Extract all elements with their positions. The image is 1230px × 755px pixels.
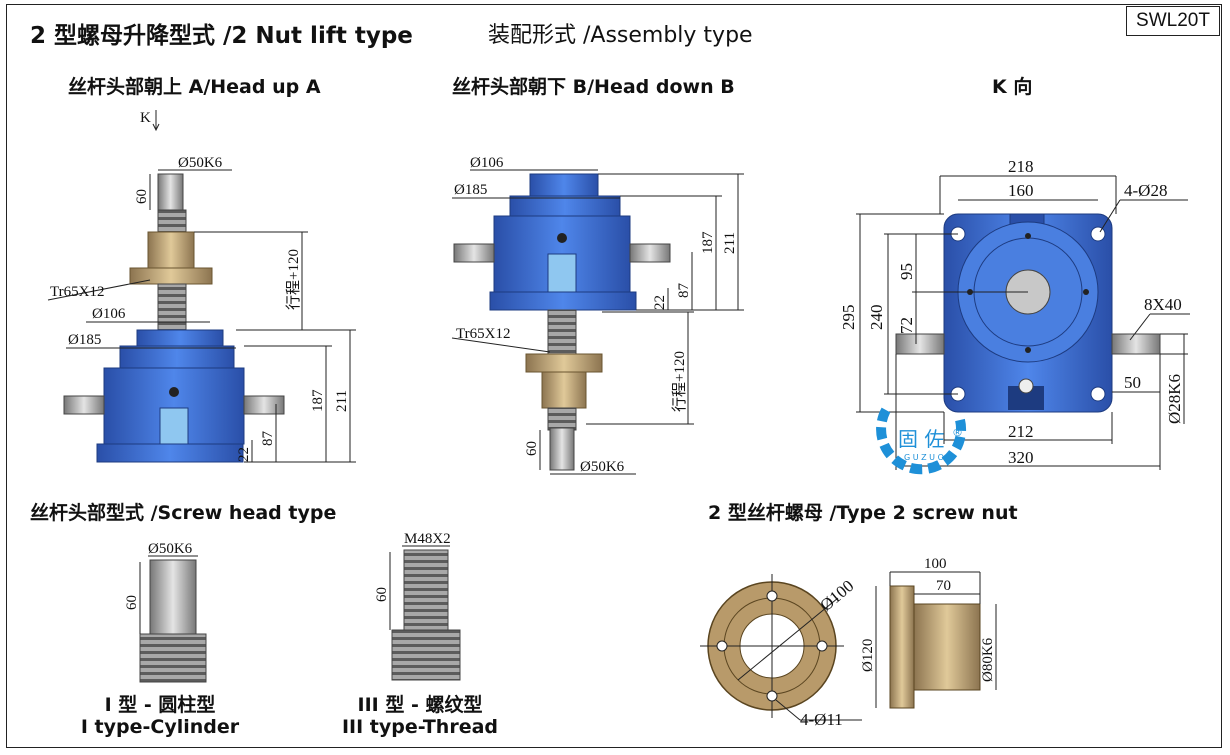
b-dim-stroke: 行程+120 — [671, 351, 688, 412]
k-dim-w218: 218 — [1008, 157, 1034, 176]
type3-dim-h60: 60 — [374, 587, 390, 602]
type1-dim-d50k6: Ø50K6 — [148, 541, 193, 557]
nut-dim-d100: Ø100 — [816, 576, 857, 615]
k-arrow-label: K — [140, 110, 151, 126]
nut-dim-w100: 100 — [924, 556, 947, 572]
b-dim-d50k6: Ø50K6 — [580, 459, 625, 475]
a-dim-d106: Ø106 — [92, 306, 126, 322]
k-dim-h72: 72 — [897, 317, 916, 334]
b-dim-thread: Tr65X12 — [456, 326, 510, 342]
type1-cn-caption: I 型 - 圆柱型 — [104, 694, 216, 716]
nut-dim-d80k6: Ø80K6 — [980, 637, 996, 682]
view-title-k: K 向 — [992, 76, 1033, 98]
a-dim-d185: Ø185 — [68, 332, 101, 348]
page-title: 2 型螺母升降型式 /2 Nut lift type — [30, 23, 413, 49]
head-up-drawing: K Ø50K6 60 Tr65X12 Ø106 Ø185 行程+120 187 … — [47, 110, 356, 463]
k-dim-l50: 50 — [1124, 373, 1141, 392]
k-dim-w212: 212 — [1008, 422, 1034, 441]
a-dim-h22: 22 — [236, 447, 252, 462]
logo-en-text: G U Z U O — [904, 453, 944, 462]
b-dim-h22: 22 — [652, 295, 668, 310]
b-dim-d106: Ø106 — [470, 155, 504, 171]
k-dim-h240: 240 — [867, 305, 886, 331]
model-badge: SWL20T — [1126, 6, 1220, 36]
nut-dim-w70: 70 — [936, 578, 951, 594]
logo-reg-mark: ® — [952, 426, 963, 439]
a-dim-d50k6: Ø50K6 — [178, 155, 223, 171]
type1-cylinder-drawing: Ø50K6 60 — [124, 541, 207, 683]
a-dim-thread: Tr65X12 — [50, 284, 104, 300]
logo-cn-text: 固 佐 — [898, 427, 944, 451]
b-dim-h87: 87 — [676, 283, 692, 299]
k-dim-h295: 295 — [839, 305, 858, 331]
k-dim-holes: 4-Ø28 — [1124, 181, 1167, 200]
assembly-label: 装配形式 /Assembly type — [488, 23, 753, 48]
nut-dim-d120: Ø120 — [860, 639, 876, 672]
head-down-drawing: Ø106 Ø185 187 211 87 22 Tr65X12 行程+120 6… — [451, 155, 744, 475]
nut-title: 2 型丝杆螺母 /Type 2 screw nut — [708, 502, 1018, 524]
b-dim-h187: 187 — [700, 231, 716, 254]
type1-en-caption: I type-Cylinder — [80, 716, 240, 738]
type3-thread-drawing: M48X2 60 — [374, 531, 461, 681]
a-dim-h187: 187 — [310, 389, 326, 412]
nut-drawing: Ø100 4-Ø11 100 70 Ø120 Ø80K6 — [700, 556, 997, 729]
type3-en-caption: III type-Thread — [341, 716, 499, 738]
b-dim-h60: 60 — [524, 441, 540, 456]
a-dim-h211: 211 — [334, 390, 350, 412]
k-view-drawing: 218 160 4-Ø28 295 240 95 72 8X40 50 Ø28K… — [839, 157, 1190, 470]
k-dim-h95: 95 — [897, 263, 916, 280]
k-dim-key: 8X40 — [1144, 295, 1182, 314]
k-dim-d28k6: Ø28K6 — [1165, 374, 1184, 424]
k-dim-w320: 320 — [1008, 448, 1034, 467]
a-dim-h60: 60 — [134, 189, 150, 204]
a-dim-h87: 87 — [260, 431, 276, 447]
view-title-head-down: 丝杆头部朝下 B/Head down B — [452, 76, 735, 98]
type1-dim-h60: 60 — [124, 595, 140, 610]
brand-logo: 固 佐 ® G U Z U O — [876, 407, 967, 475]
drawing-frame — [6, 4, 1222, 748]
view-title-head-up: 丝杆头部朝上 A/Head up A — [68, 76, 321, 98]
screw-head-title: 丝杆头部型式 /Screw head type — [30, 502, 337, 524]
type3-cn-caption: III 型 - 螺纹型 — [357, 694, 483, 716]
k-dim-w160: 160 — [1008, 181, 1034, 200]
b-dim-d185: Ø185 — [454, 182, 487, 198]
nut-dim-holes: 4-Ø11 — [800, 710, 843, 729]
a-dim-stroke: 行程+120 — [285, 249, 302, 310]
b-dim-h211: 211 — [722, 232, 738, 254]
type3-dim-m48x2: M48X2 — [404, 531, 451, 547]
